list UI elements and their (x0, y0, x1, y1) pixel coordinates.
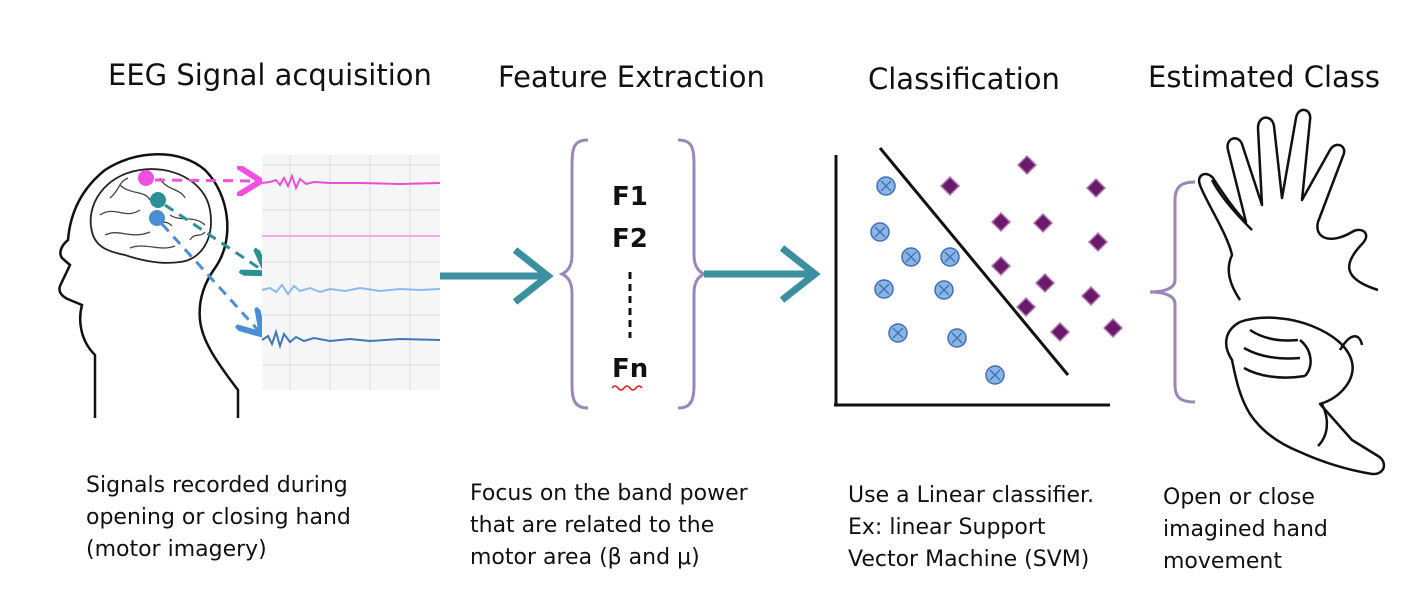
class-b-marker (1087, 231, 1109, 253)
class-b-marker (990, 255, 1012, 277)
class-b-marker (1085, 177, 1107, 199)
class-b-marker (1102, 317, 1124, 339)
arrow-electrode-mid (164, 203, 262, 270)
arrow-electrode-low (160, 222, 258, 330)
class-a-marker (934, 280, 954, 300)
feature-f2: F2 (612, 224, 648, 254)
electrode-top (138, 170, 154, 186)
arrow-to-features (440, 247, 554, 305)
signal-trace-top (261, 173, 441, 191)
class-a-marker (901, 247, 921, 267)
title-eeg-acquisition: EEG Signal acquisition (108, 58, 432, 92)
electrode-low (149, 210, 165, 226)
class-b-marker (990, 211, 1012, 233)
class-b-marker (1080, 285, 1102, 307)
desc-eeg-acquisition: Signals recorded during opening or closi… (86, 473, 351, 562)
class-b-marker (1016, 154, 1038, 176)
desc-estimated-class: Open or close imagined hand movement (1163, 485, 1328, 574)
desc-feature-extraction: Focus on the band power that are related… (470, 481, 748, 570)
title-estimated-class: Estimated Class (1148, 60, 1381, 94)
title-feature-extraction: Feature Extraction (498, 60, 765, 94)
class-bracket (1149, 180, 1196, 404)
class-b-marker (1034, 272, 1056, 294)
open-hand-icon (1197, 108, 1379, 301)
class-b-marker (1032, 212, 1054, 234)
title-classification: Classification (868, 62, 1060, 96)
spellcheck-underline (611, 385, 643, 391)
decision-boundary (878, 147, 1070, 376)
class-a-marker (874, 279, 894, 299)
arrow-to-classifier (704, 245, 821, 303)
class-a-marker (888, 323, 908, 343)
class-b-marker (939, 175, 961, 197)
eeg-signal-panel (261, 155, 441, 390)
class-a-marker (985, 365, 1005, 385)
closed-fist-icon (1224, 316, 1386, 476)
signal-trace-low (261, 328, 441, 350)
class-a-marker (947, 328, 967, 348)
class-a-marker (876, 176, 896, 196)
class-b-marker (1049, 321, 1071, 343)
class-a-marker (870, 222, 890, 242)
feature-f1: F1 (612, 182, 648, 212)
classification-plot (834, 147, 1124, 407)
signal-trace-mid (261, 283, 441, 296)
feature-bracket-right (677, 138, 708, 410)
class-b-marker (1015, 296, 1037, 318)
class-a-marker (940, 247, 960, 267)
feature-fn: Fn (612, 354, 649, 384)
feature-bracket-left (558, 138, 589, 410)
head-icon (58, 153, 240, 418)
desc-classification: Use a Linear classifier. Ex: linear Supp… (848, 483, 1095, 572)
electrode-mid (150, 192, 166, 208)
